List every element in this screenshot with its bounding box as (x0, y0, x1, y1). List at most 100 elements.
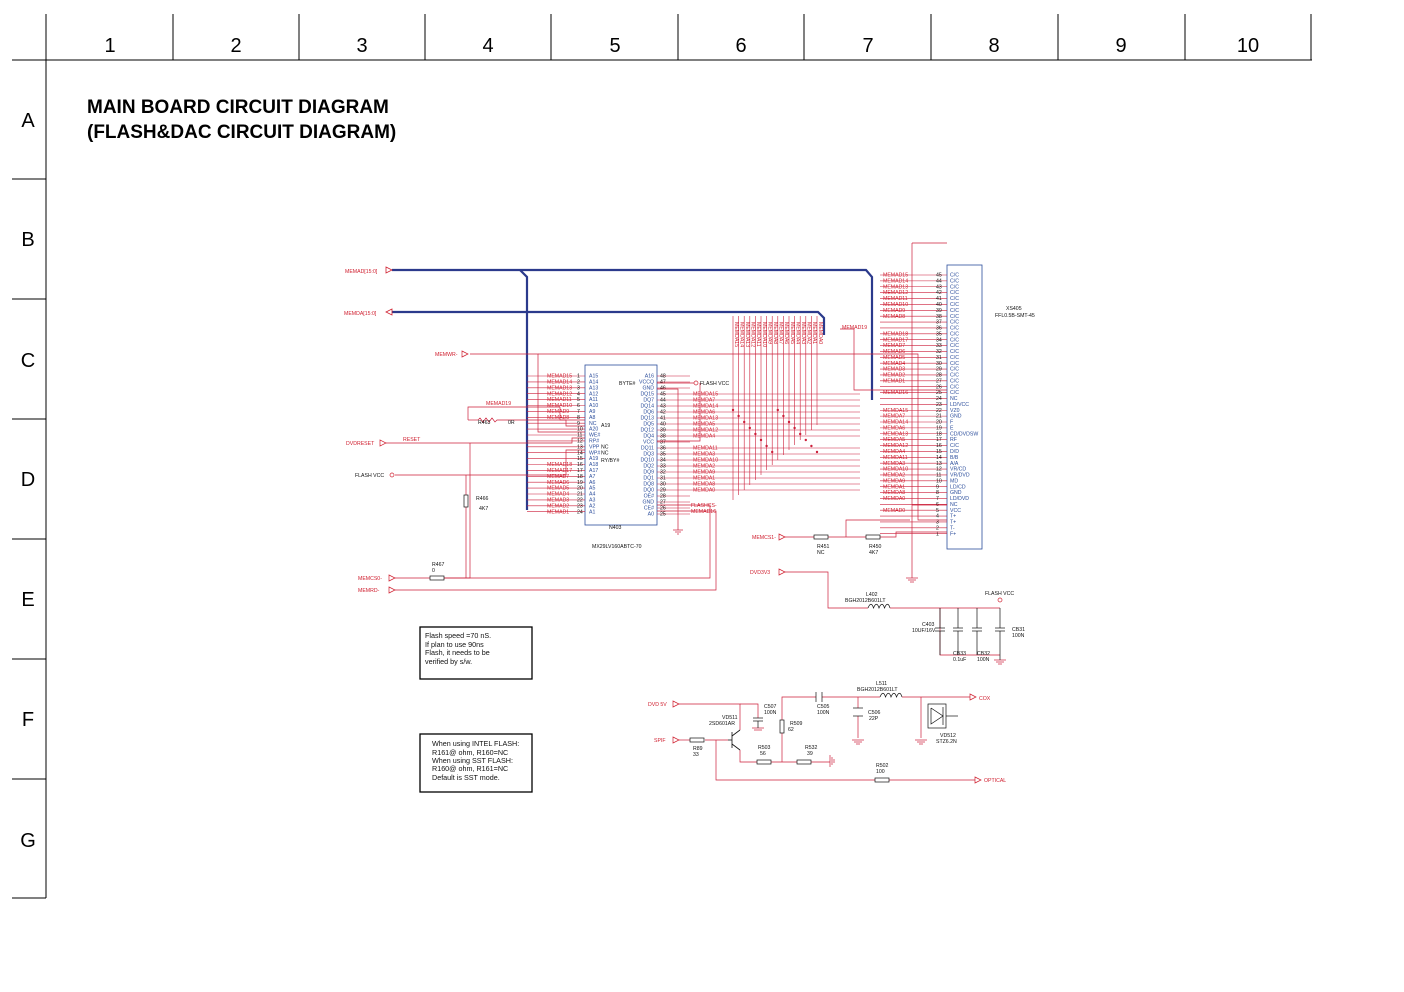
vertical-bus-label: MEMDA11 (755, 322, 761, 347)
vertical-bus-label: MEMDA7 (778, 322, 784, 344)
connector-net-label: MEMAD12 (883, 290, 908, 296)
flash-left-net-label: MEMAD5 (547, 486, 569, 492)
connector-pin-name: LD/CD (950, 484, 966, 490)
r467-value: 0 (432, 568, 435, 574)
flash-right-pin-name: DQ9 (643, 470, 654, 476)
flash-right-net-label: MEMDA6 (693, 410, 715, 416)
flash-left-pin-name: A8 (589, 415, 595, 421)
connector-pin-number: 9 (936, 484, 939, 490)
dvd5v-label: DVD 5V (648, 702, 667, 708)
flash-left-pin-number: 10 (577, 427, 583, 433)
r466-ref: R466 (476, 496, 489, 502)
connector-pin-number: 14 (936, 455, 942, 461)
connector-pin-name: B/B (950, 455, 959, 461)
note-flash-mode-line-1: When using INTEL FLASH: (432, 739, 519, 748)
memcs1-port (778, 533, 786, 541)
flash-right-pin-name: DQ1 (643, 476, 654, 482)
r466-value: 4K7 (479, 506, 488, 512)
connector-pin-number: 31 (936, 355, 942, 361)
dvdreset-label: DVDRESET (346, 441, 375, 447)
connector-net-label: MEMAD18 (883, 331, 908, 337)
cb31-value: 100N (1012, 633, 1025, 639)
bus-junction-dot (771, 450, 774, 454)
flash-left-pin-name: A17 (589, 468, 598, 474)
flash-left-pin-name: NC (589, 421, 597, 427)
flash-right-pin-name: GND (642, 386, 654, 392)
connector-net-label: MEMDA7 (883, 414, 905, 420)
row-f: F (22, 709, 34, 731)
note-flash-mode-line-2: R161@ ohm, R160=NC (432, 748, 508, 757)
l511-ref: L511 (876, 681, 887, 687)
flash-left-net-label: MEMAD13 (547, 385, 572, 391)
r451-value: NC (817, 550, 825, 556)
flash-left-net-label: MEMAD11 (547, 397, 572, 403)
flash-right-pin-number: 38 (660, 434, 666, 440)
flash-right-pin-number: 47 (660, 380, 666, 386)
col-3: 3 (356, 35, 367, 57)
r466-symbol (463, 494, 469, 508)
connector-ref: XS405 (1006, 306, 1022, 312)
r502-value: 100 (876, 769, 885, 775)
cb32-ref: CB32 (977, 651, 990, 657)
connector-net-label: MEMDA1 (883, 484, 905, 490)
flash-right-net-label: MEMDA10 (693, 458, 718, 464)
connector-net-label: MEMAD14 (883, 278, 908, 284)
r503-ref: R503 (758, 745, 771, 751)
cb31-ref: CB31 (1012, 627, 1025, 633)
vd511-ref: VD511 (722, 715, 738, 721)
flash-left-pin-name: A15 (589, 374, 598, 380)
connector-pin-number: 11 (936, 473, 941, 479)
control-wiring (395, 242, 1000, 656)
connector-pin-name: C/C (950, 443, 959, 449)
memwr-label: MEMWR- (435, 352, 458, 358)
flashcs-label: FLASHCS- (691, 503, 717, 509)
connector-pin-number: 45 (936, 273, 942, 279)
connector-pin-name: C/C (950, 378, 959, 384)
flash-left-pin-name: A9 (589, 409, 595, 415)
connector-pin-name: A/A (950, 461, 959, 467)
connector-pin-number: 34 (936, 337, 942, 343)
connector-net-label: MEMDA0 (883, 496, 905, 502)
c403-value: 10UF/16V (912, 628, 936, 634)
flash-ic-body (584, 364, 658, 526)
connector-pin-name: T+ (950, 520, 956, 526)
connector-pin-name: VR/CD (950, 467, 966, 473)
note-speed-line-4: verified by s/w. (425, 657, 472, 666)
connector-pin-name: GND (950, 414, 962, 420)
connector-pin-number: 33 (936, 343, 942, 349)
r503-symbol (756, 759, 772, 765)
l511-value: BGH2012B601LT (857, 687, 898, 693)
flash-left-pin-name: A10 (589, 403, 598, 409)
connector-net-label: MEMAD17 (883, 337, 908, 343)
flash-left-pin-number: 17 (577, 468, 583, 474)
spif-port (672, 736, 680, 744)
vertical-bus-label: MEMDA4 (794, 322, 800, 344)
connector-pin-number: 28 (936, 373, 942, 379)
vertical-bus-label: MEMDA5 (789, 322, 795, 344)
flash-left-net-label: MEMAD14 (547, 380, 572, 386)
flash-right-pin-number: 43 (660, 404, 666, 410)
flash-left-pin-number: 21 (577, 492, 583, 498)
vertical-bus-label: MEMDA14 (738, 322, 744, 347)
flash-left-pin-name: A18 (589, 462, 598, 468)
flash-left-pin-number: 18 (577, 474, 583, 480)
vertical-bus-label: MEMDA2 (806, 322, 812, 344)
bus-junction-dot (799, 432, 802, 436)
col-2: 2 (230, 35, 241, 57)
flash-left-pin-name: A6 (589, 480, 595, 486)
bus-junction-dot (787, 420, 791, 424)
c506-ref: C506 (868, 710, 881, 716)
flash-left-pin-number: 20 (577, 486, 583, 492)
c506-symbol (853, 707, 863, 717)
connector-pin-name: F (950, 420, 953, 426)
flash-right-pin-number: 27 (660, 500, 666, 506)
flash-right-net-label: MEMDA13 (693, 416, 718, 422)
spif-label: SPIF (654, 738, 666, 744)
connector-net-label: MEMDA3 (883, 461, 905, 467)
flash-byte-label: BYTE# (619, 381, 636, 387)
connector-pin-number: 20 (936, 420, 942, 426)
flash-right-pin-name: DQ13 (640, 416, 654, 422)
flash-left-pin-name: A5 (589, 486, 595, 492)
flash-left-pin-name: RP# (589, 439, 599, 445)
flash-left-pin-number: 14 (577, 450, 583, 456)
